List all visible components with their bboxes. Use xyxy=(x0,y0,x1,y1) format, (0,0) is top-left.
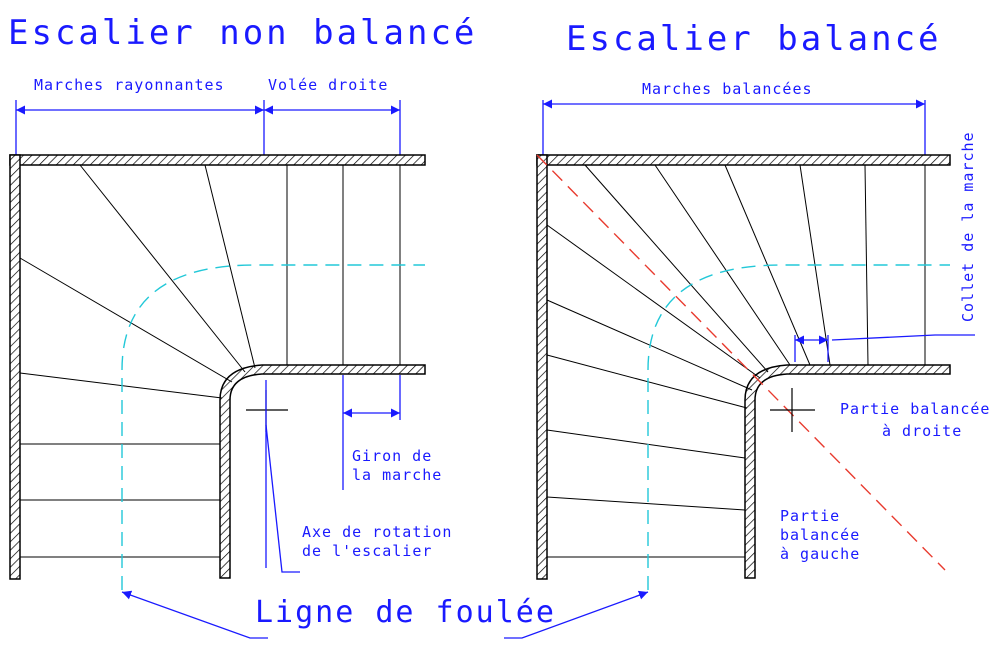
left-outer-wall xyxy=(9,154,21,580)
label-tread-depth-2: la marche xyxy=(352,466,442,484)
right-dimension-line xyxy=(542,99,926,160)
left-inner-wall xyxy=(219,364,426,579)
left-axis-leader xyxy=(265,424,300,573)
label-right-part-2: à droite xyxy=(882,422,962,440)
right-outer-wall xyxy=(536,154,548,580)
right-walking-line xyxy=(647,264,950,590)
label-right-part-1: Partie balancée xyxy=(840,400,990,418)
label-walking-line: Ligne de foulée xyxy=(255,595,556,630)
left-walking-line xyxy=(121,264,425,590)
label-left-part-2: balancée xyxy=(780,526,860,544)
label-balanced-steps: Marches balancées xyxy=(642,80,813,98)
left-top-wall xyxy=(9,154,426,166)
label-tread-depth-1: Giron de xyxy=(352,447,432,465)
left-treads xyxy=(19,164,401,558)
left-title: Escalier non balancé xyxy=(8,13,477,53)
walking-line-callout: Ligne de foulée xyxy=(121,590,649,639)
left-rotation-axis-cross xyxy=(246,390,288,432)
balancing-diagonal xyxy=(536,154,946,571)
label-straight-flight: Volée droite xyxy=(268,76,388,94)
right-rotation-axis-cross xyxy=(770,388,815,432)
label-left-part-3: à gauche xyxy=(780,545,860,563)
label-collet: Collet de la marche xyxy=(959,131,977,322)
label-rotation-axis-1: Axe de rotation xyxy=(302,523,452,541)
collet-dimension xyxy=(794,334,975,362)
left-staircase: Escalier non balancé Marches rayonnantes… xyxy=(8,13,477,590)
right-top-wall xyxy=(536,154,951,166)
left-dimension-line xyxy=(15,100,401,160)
right-staircase: Escalier balancé Marches balancées xyxy=(536,19,990,590)
tread-depth-dimension xyxy=(342,375,401,490)
label-left-part-1: Partie xyxy=(780,507,840,525)
right-inner-wall xyxy=(744,364,951,579)
right-title: Escalier balancé xyxy=(566,19,942,59)
label-rotation-axis-2: de l'escalier xyxy=(302,542,432,560)
label-radiating-steps: Marches rayonnantes xyxy=(34,76,225,94)
